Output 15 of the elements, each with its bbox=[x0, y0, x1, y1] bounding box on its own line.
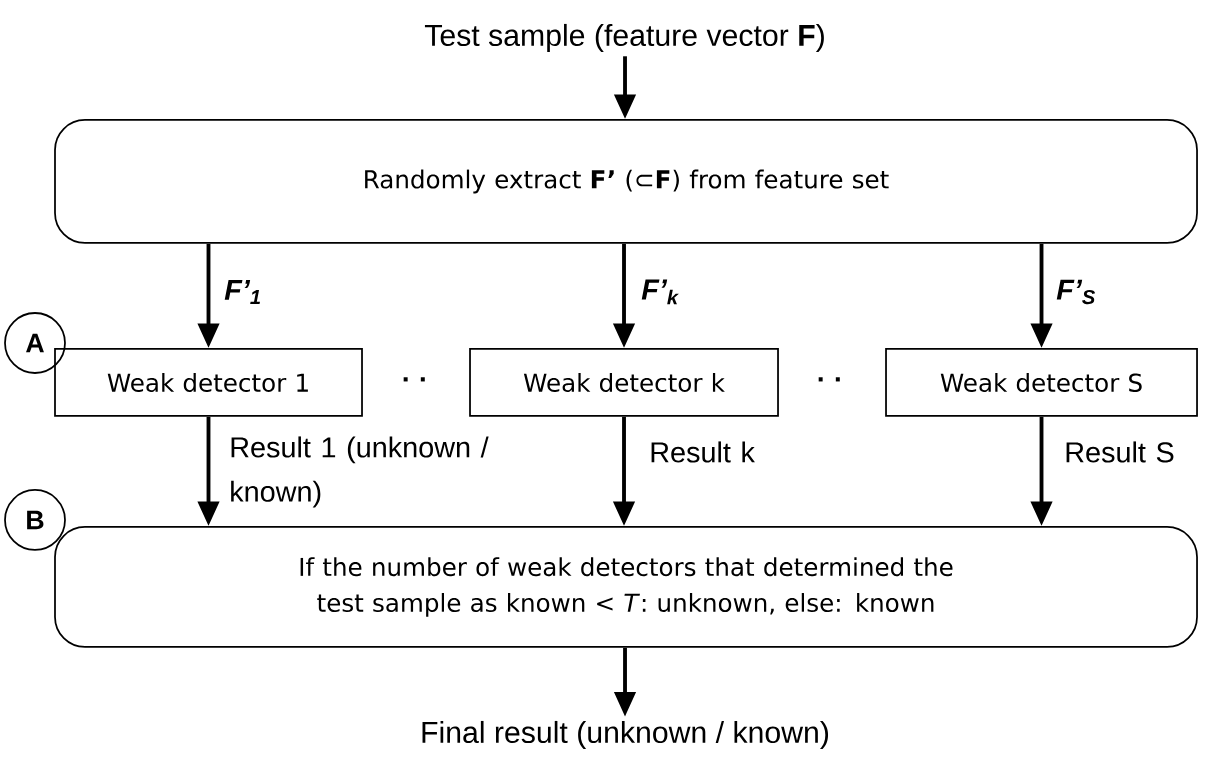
dots: · · bbox=[403, 377, 425, 382]
dots: · · bbox=[818, 377, 840, 382]
edge-label: Result 1 (unknown / known) bbox=[231, 436, 489, 508]
process-box: If the number of weak detectors that determined the test sample as known < T: unknown, else: known bbox=[54, 526, 1198, 648]
edge-label: F’$_{S}$ bbox=[1056, 279, 1096, 305]
text-label: Test sample (feature vector F) bbox=[424, 23, 824, 53]
detector-box: Weak detector 1 bbox=[54, 348, 363, 417]
edge-label: F’$_{k}$ bbox=[641, 279, 679, 305]
edge-label: Result k bbox=[651, 441, 755, 463]
text-label: Final result (unknown / known) bbox=[422, 720, 829, 750]
detector-box: Weak detector S bbox=[885, 348, 1198, 417]
detector-box: Weak detector k bbox=[469, 348, 779, 417]
process-box: Randomly extract F’ (⊂F) from feature set bbox=[54, 119, 1198, 244]
edge-label: F’$_{1}$ bbox=[224, 279, 260, 304]
edge-label: Result S bbox=[1066, 441, 1174, 463]
